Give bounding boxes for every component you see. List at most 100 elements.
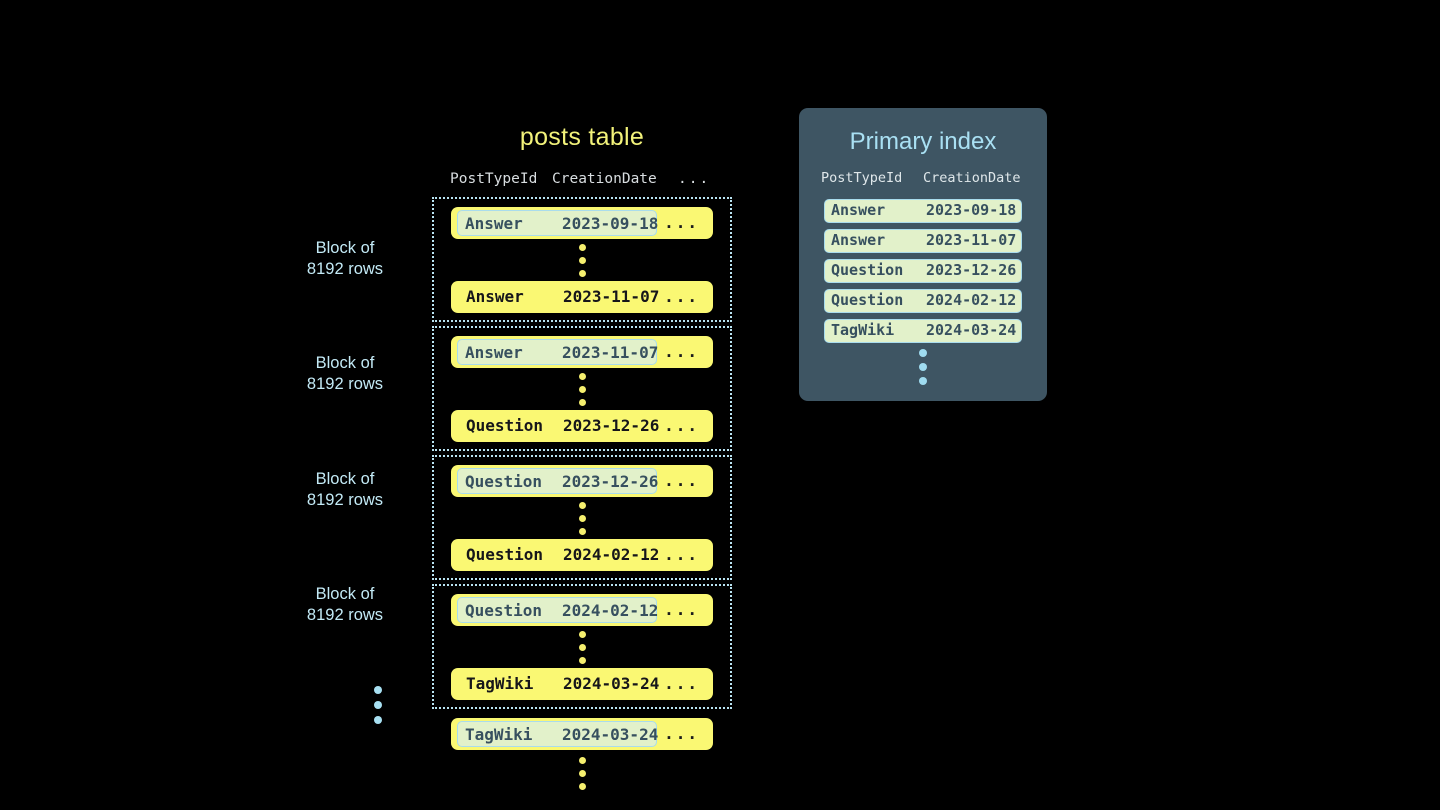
index-entry-row: Answer 2023-09-18 bbox=[824, 199, 1022, 223]
cell-posttypeid: Question bbox=[831, 291, 904, 309]
cell-creationdate: 2023-11-07 bbox=[562, 343, 659, 362]
cell-creationdate: 2023-11-07 bbox=[563, 287, 660, 306]
cell-posttypeid: Question bbox=[466, 545, 544, 564]
cell-more: ... bbox=[664, 213, 699, 232]
dot bbox=[578, 385, 586, 393]
dot bbox=[578, 527, 586, 535]
rows-omitted-dots bbox=[434, 368, 730, 410]
cell-creationdate: 2024-03-24 bbox=[563, 674, 660, 693]
dot bbox=[374, 716, 382, 724]
block-of-rows: Answer 2023-11-07 ... Question 2023-12-2… bbox=[432, 326, 732, 451]
cell-posttypeid: Answer bbox=[465, 214, 523, 233]
row-key-cells: Answer 2023-11-07 bbox=[459, 284, 659, 310]
row-key-cells: Answer 2023-11-07 bbox=[457, 339, 659, 365]
dot bbox=[578, 501, 586, 509]
dot bbox=[578, 243, 586, 251]
dot bbox=[578, 269, 586, 277]
cell-posttypeid: TagWiki bbox=[465, 725, 533, 744]
row-key-cells: TagWiki 2024-03-24 bbox=[457, 721, 659, 747]
cell-more: ... bbox=[664, 600, 699, 619]
column-header-creationdate: CreationDate bbox=[923, 170, 1021, 186]
cell-creationdate: 2024-02-12 bbox=[562, 601, 659, 620]
cell-creationdate: 2023-11-07 bbox=[926, 231, 1017, 249]
index-entry-row: Answer 2023-11-07 bbox=[824, 229, 1022, 253]
table-row: Answer 2023-11-07 ... bbox=[451, 336, 713, 368]
dot bbox=[578, 256, 586, 264]
index-continues-dots bbox=[799, 349, 1047, 385]
block-label-2: Block of 8192 rows bbox=[306, 354, 384, 393]
cell-more: ... bbox=[664, 416, 699, 435]
row-key-cells: Question 2023-12-26 bbox=[457, 468, 659, 494]
cell-creationdate: 2024-02-12 bbox=[926, 291, 1017, 309]
row-key-cells: Question 2024-02-12 bbox=[457, 597, 659, 623]
cell-creationdate: 2023-09-18 bbox=[562, 214, 659, 233]
table-row: Question 2023-12-26 ... bbox=[451, 465, 713, 497]
cell-posttypeid: Question bbox=[465, 601, 543, 620]
table-row: Question 2024-02-12 ... bbox=[451, 539, 713, 571]
primary-index-column-headers: PostTypeId CreationDate bbox=[799, 170, 1047, 190]
table-continues-dots bbox=[374, 686, 382, 724]
dot bbox=[919, 349, 927, 357]
dot bbox=[374, 686, 382, 694]
cell-more: ... bbox=[664, 545, 699, 564]
cell-posttypeid: TagWiki bbox=[466, 674, 534, 693]
primary-index-panel: Primary index PostTypeId CreationDate An… bbox=[799, 108, 1047, 401]
table-row: TagWiki 2024-03-24 ... bbox=[451, 668, 713, 700]
primary-index-title: Primary index bbox=[849, 128, 997, 155]
cell-more: ... bbox=[664, 342, 699, 361]
column-header-posttypeid: PostTypeId bbox=[450, 171, 538, 187]
next-block-first-row-wrapper: TagWiki 2024-03-24 ... bbox=[432, 718, 732, 750]
cell-creationdate: 2024-03-24 bbox=[926, 321, 1017, 339]
cell-creationdate: 2024-02-12 bbox=[563, 545, 660, 564]
row-key-cells: Question 2023-12-26 bbox=[459, 413, 659, 439]
dot bbox=[374, 701, 382, 709]
dot bbox=[578, 630, 586, 638]
block-of-rows: Answer 2023-09-18 ... Answer 2023-11-07 … bbox=[432, 197, 732, 322]
row-key-cells: Question 2024-02-12 bbox=[459, 542, 659, 568]
table-row: TagWiki 2024-03-24 ... bbox=[451, 718, 713, 750]
table-row: Answer 2023-11-07 ... bbox=[451, 281, 713, 313]
table-row: Question 2024-02-12 ... bbox=[451, 594, 713, 626]
cell-posttypeid: Answer bbox=[466, 287, 524, 306]
cell-posttypeid: Answer bbox=[465, 343, 523, 362]
cell-more: ... bbox=[664, 724, 699, 743]
cell-creationdate: 2024-03-24 bbox=[562, 725, 659, 744]
rows-continue-dots bbox=[432, 752, 732, 794]
block-label-4: Block of 8192 rows bbox=[306, 585, 384, 624]
cell-posttypeid: Question bbox=[465, 472, 543, 491]
dot bbox=[578, 756, 586, 764]
cell-more: ... bbox=[664, 471, 699, 490]
cell-posttypeid: Answer bbox=[831, 201, 886, 219]
block-label-1: Block of 8192 rows bbox=[306, 239, 384, 278]
dot bbox=[578, 769, 586, 777]
dot bbox=[578, 514, 586, 522]
cell-creationdate: 2023-09-18 bbox=[926, 201, 1017, 219]
rows-omitted-dots bbox=[434, 239, 730, 281]
column-header-creationdate: CreationDate bbox=[552, 171, 657, 187]
column-header-more: ... bbox=[678, 171, 711, 187]
block-of-rows: Question 2024-02-12 ... TagWiki 2024-03-… bbox=[432, 584, 732, 709]
rows-omitted-dots bbox=[434, 497, 730, 539]
primary-index-rows: Answer 2023-09-18 Answer 2023-11-07 Ques… bbox=[799, 199, 1047, 343]
block-labels-column: Block of 8192 rows Block of 8192 rows Bl… bbox=[250, 0, 420, 810]
table-row: Answer 2023-09-18 ... bbox=[451, 207, 713, 239]
column-header-posttypeid: PostTypeId bbox=[821, 170, 903, 186]
dot bbox=[578, 372, 586, 380]
index-entry-row: Question 2024-02-12 bbox=[824, 289, 1022, 313]
blocks-container: Answer 2023-09-18 ... Answer 2023-11-07 … bbox=[432, 197, 732, 709]
dot bbox=[578, 643, 586, 651]
posts-table: posts table PostTypeId CreationDate ... … bbox=[432, 120, 732, 794]
block-label-3: Block of 8192 rows bbox=[306, 470, 384, 509]
cell-more: ... bbox=[664, 674, 699, 693]
cell-creationdate: 2023-12-26 bbox=[562, 472, 659, 491]
dot bbox=[578, 656, 586, 664]
cell-posttypeid: Answer bbox=[831, 231, 886, 249]
dot bbox=[578, 782, 586, 790]
block-of-rows: Question 2023-12-26 ... Question 2024-02… bbox=[432, 455, 732, 580]
dot bbox=[578, 398, 586, 406]
cell-more: ... bbox=[664, 287, 699, 306]
row-key-cells: Answer 2023-09-18 bbox=[457, 210, 659, 236]
table-row: Question 2023-12-26 ... bbox=[451, 410, 713, 442]
dot bbox=[919, 377, 927, 385]
